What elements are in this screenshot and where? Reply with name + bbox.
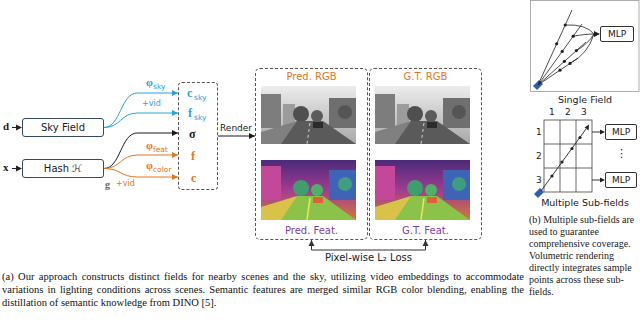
arrowhead xyxy=(423,240,429,246)
ellipsis: ⋮ xyxy=(616,148,627,159)
output-symbol: f xyxy=(191,150,195,162)
embedding-tag: +vid xyxy=(142,100,161,108)
field-box: Sky Field xyxy=(22,118,104,137)
box-label: MLP xyxy=(612,176,630,185)
grid-line xyxy=(560,120,561,192)
connector-line xyxy=(104,93,178,128)
subfigure-caption: (b) Multiple sub-fields are used to guar… xyxy=(529,214,639,298)
input-symbol: x xyxy=(3,162,9,173)
gt-rgb-image xyxy=(375,86,470,144)
query-line xyxy=(565,25,594,34)
panel-title: Multiple Sub-fields xyxy=(530,198,640,208)
sample-point xyxy=(578,136,581,139)
output-symbol: σ xyxy=(189,128,196,140)
box-label: G.T. RGB xyxy=(370,72,481,82)
connector xyxy=(309,240,429,250)
panel-title: Single Field xyxy=(530,95,640,105)
sample-point xyxy=(555,42,558,45)
camera-ray xyxy=(541,129,586,191)
output-symbol: f xyxy=(188,107,192,119)
edge-label: Render xyxy=(218,124,254,133)
sample-point xyxy=(563,60,566,63)
mlp-box: MLP xyxy=(600,26,634,42)
pred-rgb-image xyxy=(261,86,356,144)
grid-line xyxy=(544,168,592,169)
output-symbol: c xyxy=(191,172,196,184)
box-label: MLP xyxy=(612,128,630,137)
camera-ray xyxy=(538,42,586,85)
output-group: cskyfskyσfc xyxy=(178,82,218,190)
query-line xyxy=(573,34,594,36)
row-arrow xyxy=(592,180,600,181)
row-index: 3 xyxy=(536,176,542,185)
box-label: Sky Field xyxy=(41,123,85,133)
arrowhead xyxy=(309,240,315,246)
camera-ray xyxy=(538,24,582,85)
connector xyxy=(218,133,255,139)
row-index: 1 xyxy=(536,128,542,137)
subscript: sky xyxy=(194,94,206,102)
mlp-box: MLP xyxy=(605,172,637,188)
embedding-tag: +vid xyxy=(116,180,135,188)
pred-feature-image xyxy=(261,160,356,220)
column-index: 3 xyxy=(581,108,587,117)
subscript: sky xyxy=(194,114,206,122)
ground-truth-group: G.T. RGB G.T. Feat. xyxy=(369,68,482,240)
figure-caption: (a) Our approach constructs distinct fie… xyxy=(2,270,524,309)
sample-point xyxy=(550,174,553,177)
column-index: 1 xyxy=(549,108,555,117)
box-label: G.T. Feat. xyxy=(370,226,481,236)
gt-feature-image xyxy=(375,160,470,220)
grid-line xyxy=(544,144,592,145)
subscript: color xyxy=(153,166,171,174)
connector xyxy=(104,130,178,169)
grid-line xyxy=(576,120,577,192)
connector-line xyxy=(104,113,178,128)
box-label: Hash ℋ xyxy=(44,164,82,174)
box-label: MLP xyxy=(608,30,626,39)
sample-point xyxy=(560,160,563,163)
output-symbol: c xyxy=(187,87,192,99)
subscript: sky xyxy=(153,83,165,91)
connector xyxy=(104,110,178,128)
mlp-box: MLP xyxy=(605,124,637,140)
function-symbol: φ xyxy=(146,140,153,151)
subscript: feat xyxy=(153,146,168,154)
box-label: Pred. Feat. xyxy=(256,226,367,236)
connector-line xyxy=(312,240,426,250)
row-index: 2 xyxy=(536,152,542,161)
column-index: 2 xyxy=(565,108,571,117)
connector-line xyxy=(104,133,178,169)
function-symbol: φ xyxy=(146,160,153,171)
row-arrow xyxy=(592,132,600,133)
sample-point xyxy=(558,69,561,72)
function-symbol: φ xyxy=(146,77,153,88)
box-label: Pred. RGB xyxy=(256,72,367,82)
input-symbol: d xyxy=(3,121,9,132)
query-line xyxy=(576,34,594,51)
panel-frame xyxy=(531,1,640,92)
edge-label: Pixel-wise L₂ Loss xyxy=(323,253,414,263)
sample-point xyxy=(561,50,564,53)
feature-symbol: g xyxy=(105,180,110,190)
prediction-group: Pred. RGB Pred. Feat. xyxy=(255,68,368,240)
sample-point xyxy=(570,147,573,150)
connector xyxy=(104,90,178,128)
hash-encoder-box: Hash ℋ xyxy=(22,159,104,178)
arrowhead xyxy=(585,125,589,131)
query-line xyxy=(570,34,594,63)
